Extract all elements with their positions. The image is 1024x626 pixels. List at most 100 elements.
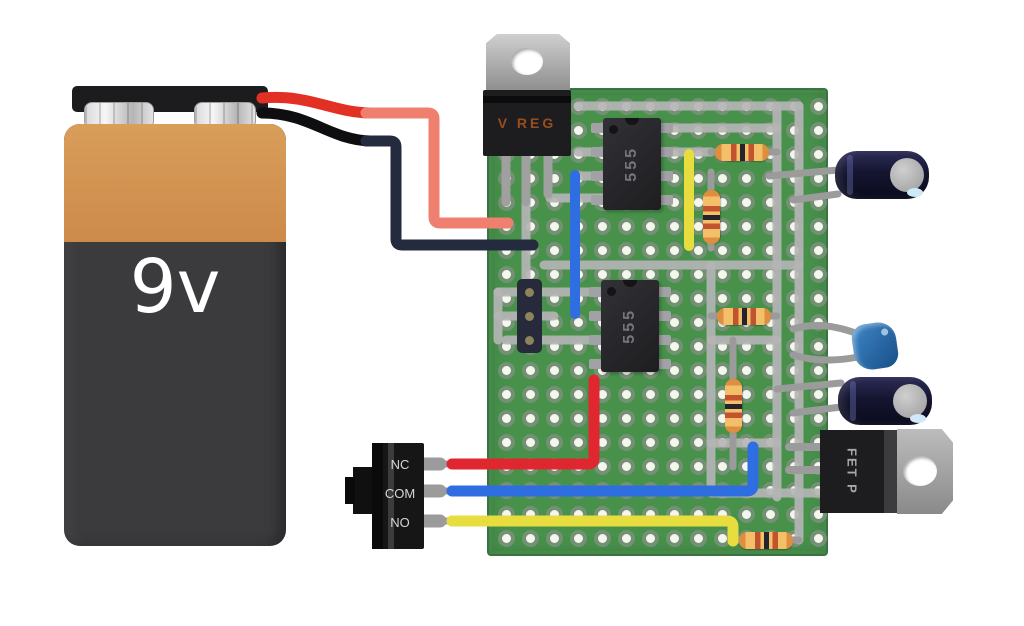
slide-switch[interactable] [372,443,424,549]
board-hole [641,457,659,475]
board-hole [593,241,611,259]
board-hole [785,217,803,235]
board-hole [593,529,611,547]
board-hole [593,457,611,475]
capacitor-seal [907,188,923,197]
board-hole [713,433,731,451]
board-hole [569,481,587,499]
board-hole [545,337,563,355]
board-hole [569,529,587,547]
board-hole [689,529,707,547]
header-socket [525,335,534,345]
board-hole [569,265,587,283]
ic-pin [658,359,671,369]
board-hole [497,169,515,187]
board-hole [497,481,515,499]
board-hole [521,433,539,451]
electrolytic-capacitor-2[interactable] [838,377,932,425]
board-hole [569,289,587,307]
switch-label-com: COM [384,486,416,501]
board-hole [785,145,803,163]
voltage-regulator[interactable]: V REG [483,90,571,156]
board-hole [713,457,731,475]
board-hole [761,97,779,115]
board-hole [497,313,515,331]
ic1-label: 555 [623,146,640,182]
timer-ic-2[interactable]: 555 [601,280,659,372]
board-hole [713,529,731,547]
switch-knob[interactable] [353,467,374,514]
board-hole [569,313,587,331]
capacitor-end-disc [893,384,927,418]
board-hole [665,265,683,283]
board-hole [665,97,683,115]
board-hole [785,241,803,259]
board-hole [641,97,659,115]
board-hole [809,289,827,307]
board-hole [809,217,827,235]
ic-pin [591,171,604,181]
board-hole [809,265,827,283]
board-hole [785,385,803,403]
board-hole [689,481,707,499]
board-hole [521,505,539,523]
board-hole [641,481,659,499]
board-hole [545,193,563,211]
board-hole [689,337,707,355]
board-hole [713,505,731,523]
pin-header[interactable] [517,279,542,353]
board-hole [689,241,707,259]
mosfet[interactable]: FET P [820,430,884,513]
ic-pin [660,195,673,205]
board-hole [737,97,755,115]
board-hole [593,433,611,451]
board-hole [521,457,539,475]
ic-pin [660,123,673,133]
resistor-1[interactable] [715,143,769,161]
ic-pin [658,287,671,297]
timer-ic-1[interactable]: 555 [603,118,661,210]
board-hole [785,409,803,427]
board-hole [785,337,803,355]
electrolytic-capacitor-1[interactable] [835,151,929,199]
board-hole [761,385,779,403]
resistor-2[interactable] [702,190,720,244]
board-hole [737,265,755,283]
board-hole [545,289,563,307]
resistor-4[interactable] [724,379,742,433]
board-hole [713,97,731,115]
board-hole [641,409,659,427]
board-hole [809,409,827,427]
capacitor-sleeve-highlight [847,155,853,195]
resistor-3[interactable] [717,307,771,325]
vreg-mounting-hole [511,48,543,75]
board-hole [761,121,779,139]
board-hole [617,505,635,523]
battery-positive-wire[interactable] [256,91,376,119]
board-hole [593,505,611,523]
board-hole [737,193,755,211]
board-hole [545,169,563,187]
ic-pin [589,335,602,345]
board-hole [665,529,683,547]
board-hole [761,481,779,499]
board-hole [809,241,827,259]
board-hole [689,169,707,187]
board-hole [737,289,755,307]
ceramic-capacitor[interactable] [850,320,900,372]
board-hole [521,217,539,235]
board-hole [497,193,515,211]
resistor-5[interactable] [739,531,793,549]
board-hole [761,361,779,379]
board-hole [521,481,539,499]
board-hole [641,241,659,259]
board-hole [785,193,803,211]
board-hole [569,361,587,379]
battery-9v[interactable]: 9v [64,124,286,546]
board-hole [785,169,803,187]
board-hole [545,505,563,523]
board-hole [689,433,707,451]
board-hole [761,409,779,427]
board-hole [617,241,635,259]
board-hole [617,385,635,403]
